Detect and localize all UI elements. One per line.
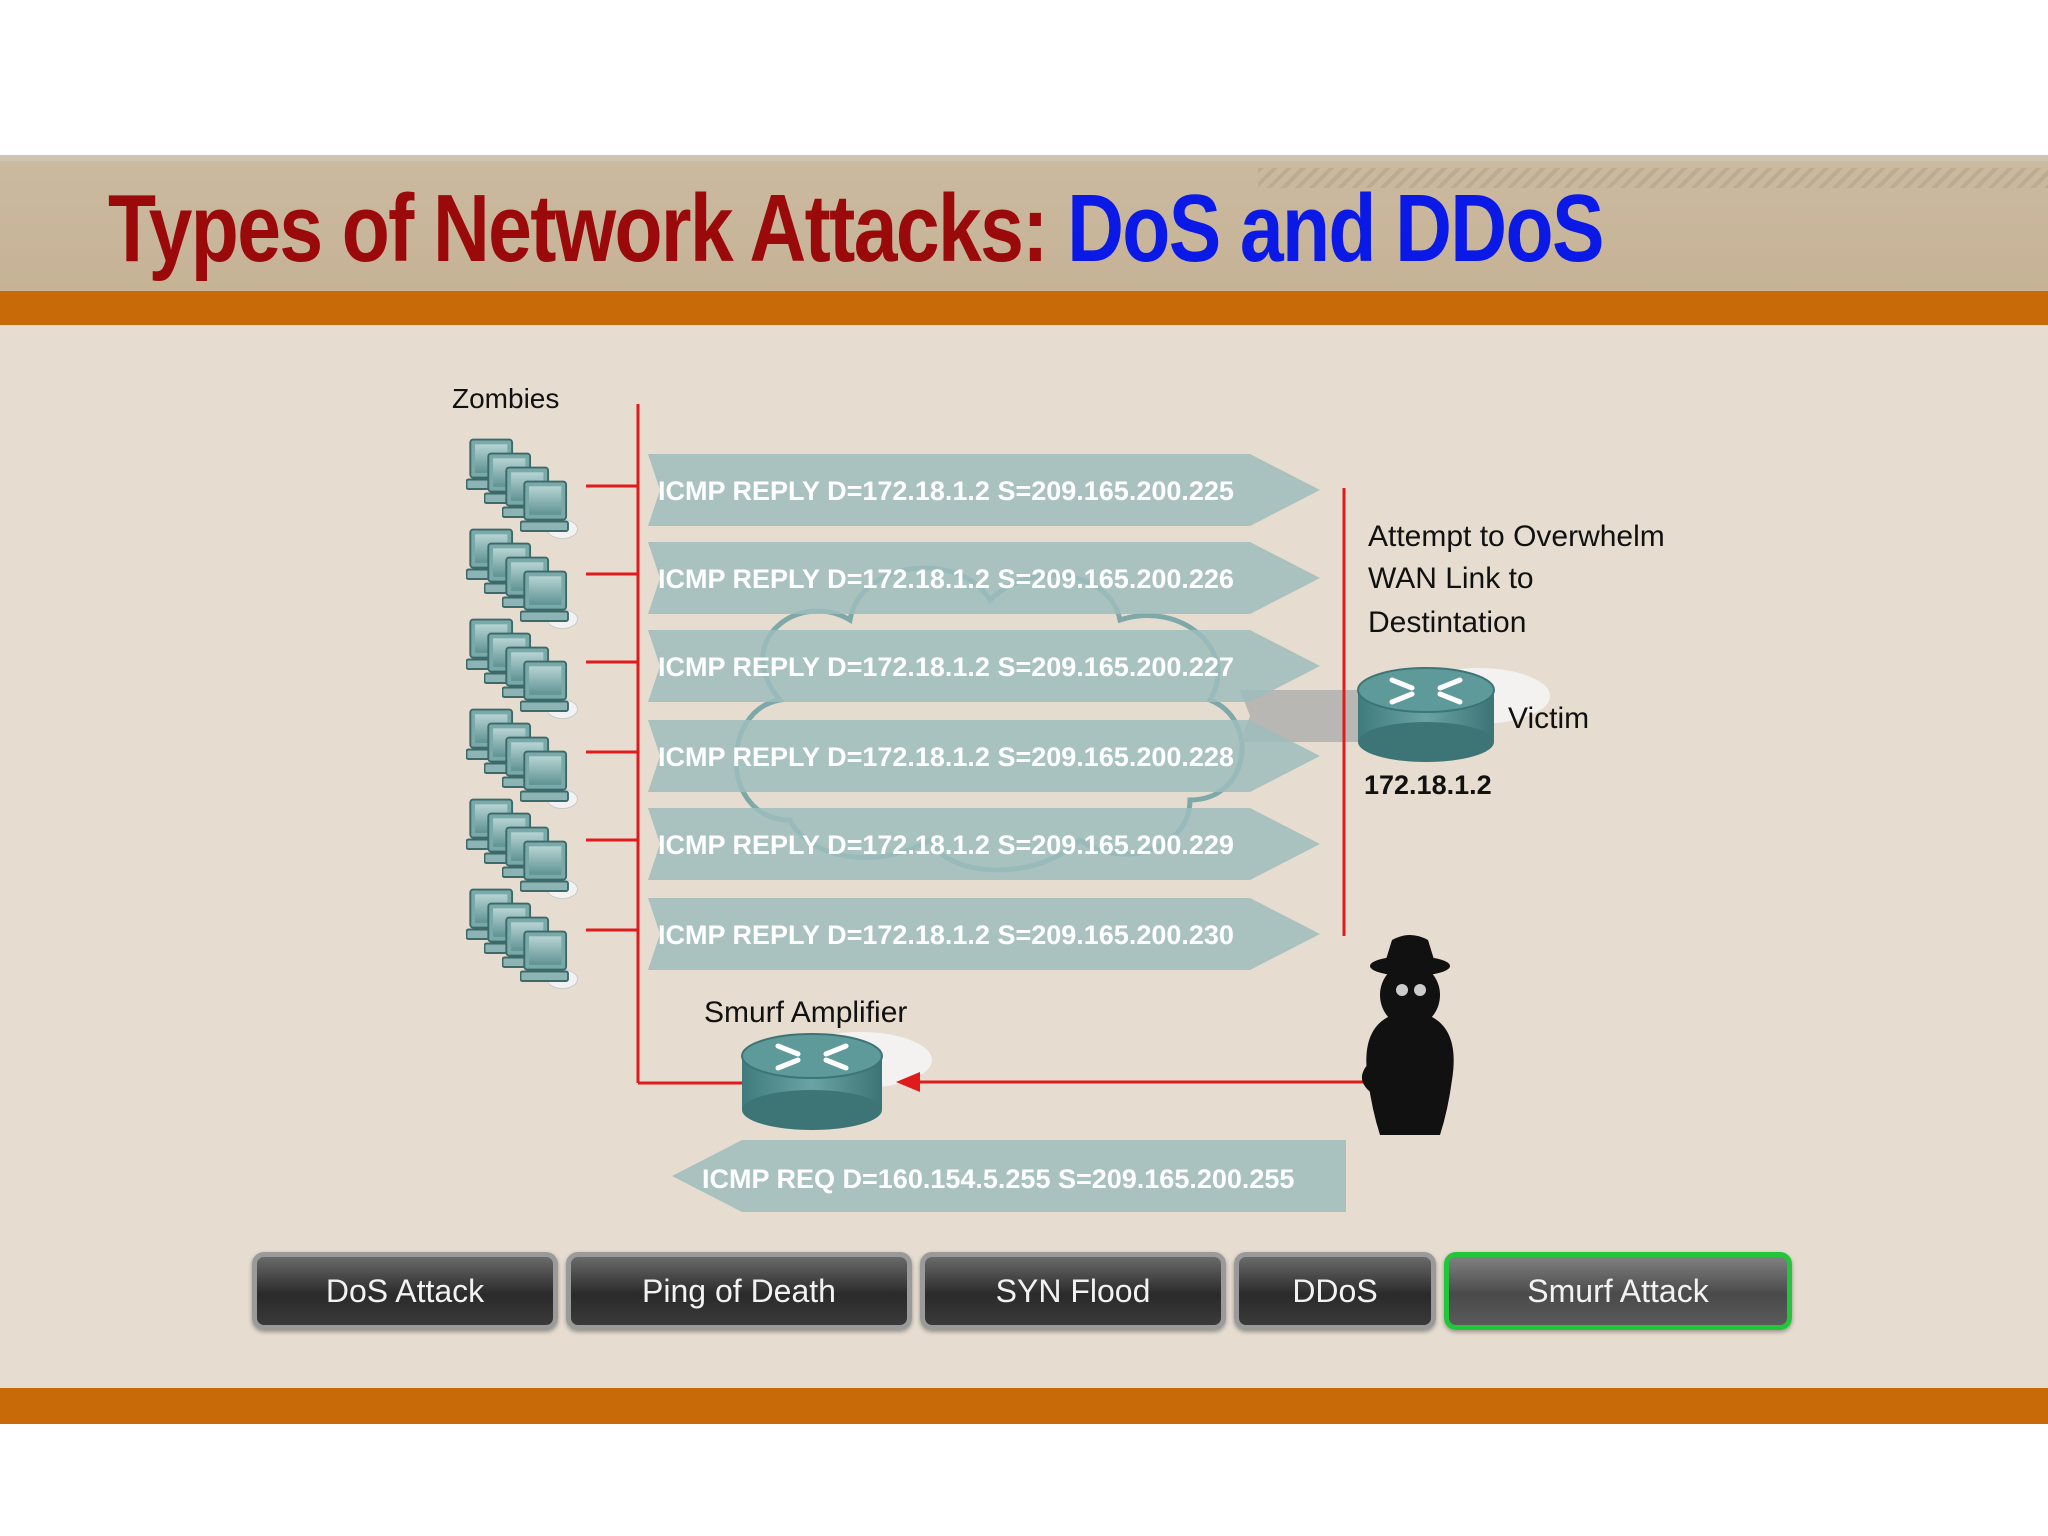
packet-5-label: ICMP REPLY D=172.18.1.2 S=209.165.200.22… [658,830,1234,860]
attacker-icon [1361,935,1454,1135]
victim-router-icon [1357,667,1550,762]
zombie-cluster-2 [466,528,578,630]
orange-band-top [0,291,2048,325]
packet-2-label: ICMP REPLY D=172.18.1.2 S=209.165.200.22… [658,564,1234,594]
slide-title-part2: DoS and DDoS [1067,175,1604,282]
tab-ping-of-death[interactable]: Ping of Death [566,1252,912,1330]
tab-dos-attack[interactable]: DoS Attack [252,1252,558,1330]
packet-6-label: ICMP REPLY D=172.18.1.2 S=209.165.200.23… [658,920,1234,950]
packet-6: ICMP REPLY D=172.18.1.2 S=209.165.200.23… [648,898,1320,970]
packet-3: ICMP REPLY D=172.18.1.2 S=209.165.200.22… [648,630,1320,702]
zombie-bus-lines [586,404,742,1085]
packet-2: ICMP REPLY D=172.18.1.2 S=209.165.200.22… [648,542,1320,614]
packet-1: ICMP REPLY D=172.18.1.2 S=209.165.200.22… [648,454,1320,526]
packet-4-label: ICMP REPLY D=172.18.1.2 S=209.165.200.22… [658,742,1234,772]
attack-type-tabs: DoS Attack Ping of Death SYN Flood DDoS … [252,1252,1792,1334]
tab-ddos[interactable]: DDoS [1234,1252,1436,1330]
note-line-1: Attempt to Overwhelm [1368,520,1665,553]
header-hatch-pattern [1258,168,2048,188]
packet-3-label: ICMP REPLY D=172.18.1.2 S=209.165.200.22… [658,652,1234,682]
zombies-label: Zombies [452,383,559,414]
victim-link-beam [1240,690,1360,742]
zombie-cluster-3 [466,618,578,720]
note-line-2: WAN Link to [1368,562,1534,595]
zombie-cluster-1 [466,438,578,540]
packet-1-label: ICMP REPLY D=172.18.1.2 S=209.165.200.22… [658,476,1234,506]
request-packet: ICMP REQ D=160.154.5.255 S=209.165.200.2… [672,1140,1346,1212]
zombie-cluster-6 [466,888,578,990]
victim-ip: 172.18.1.2 [1364,770,1492,800]
attacker-arrow [896,1072,1390,1092]
tab-smurf-attack[interactable]: Smurf Attack [1444,1252,1792,1330]
reply-packets: ICMP REPLY D=172.18.1.2 S=209.165.200.22… [648,454,1320,970]
overwhelm-note: Attempt to Overwhelm WAN Link to Destint… [1368,520,1665,639]
request-packet-label: ICMP REQ D=160.154.5.255 S=209.165.200.2… [702,1164,1294,1194]
victim-label: Victim [1508,702,1589,735]
slide-title-part1: Types of Network Attacks: [108,175,1068,282]
packet-5: ICMP REPLY D=172.18.1.2 S=209.165.200.22… [648,808,1320,880]
slide-title: Types of Network Attacks: DoS and DDoS [108,166,1604,292]
top-divider [0,155,2048,161]
note-line-3: Destintation [1368,606,1526,639]
zombie-cluster-5 [466,798,578,900]
zombie-computers [466,438,578,990]
orange-band-bottom [0,1388,2048,1424]
zombie-cluster-4 [466,708,578,810]
tab-syn-flood[interactable]: SYN Flood [920,1252,1226,1330]
packet-4: ICMP REPLY D=172.18.1.2 S=209.165.200.22… [648,720,1320,792]
amplifier-router-icon [741,1032,932,1130]
amplifier-label: Smurf Amplifier [704,996,907,1029]
